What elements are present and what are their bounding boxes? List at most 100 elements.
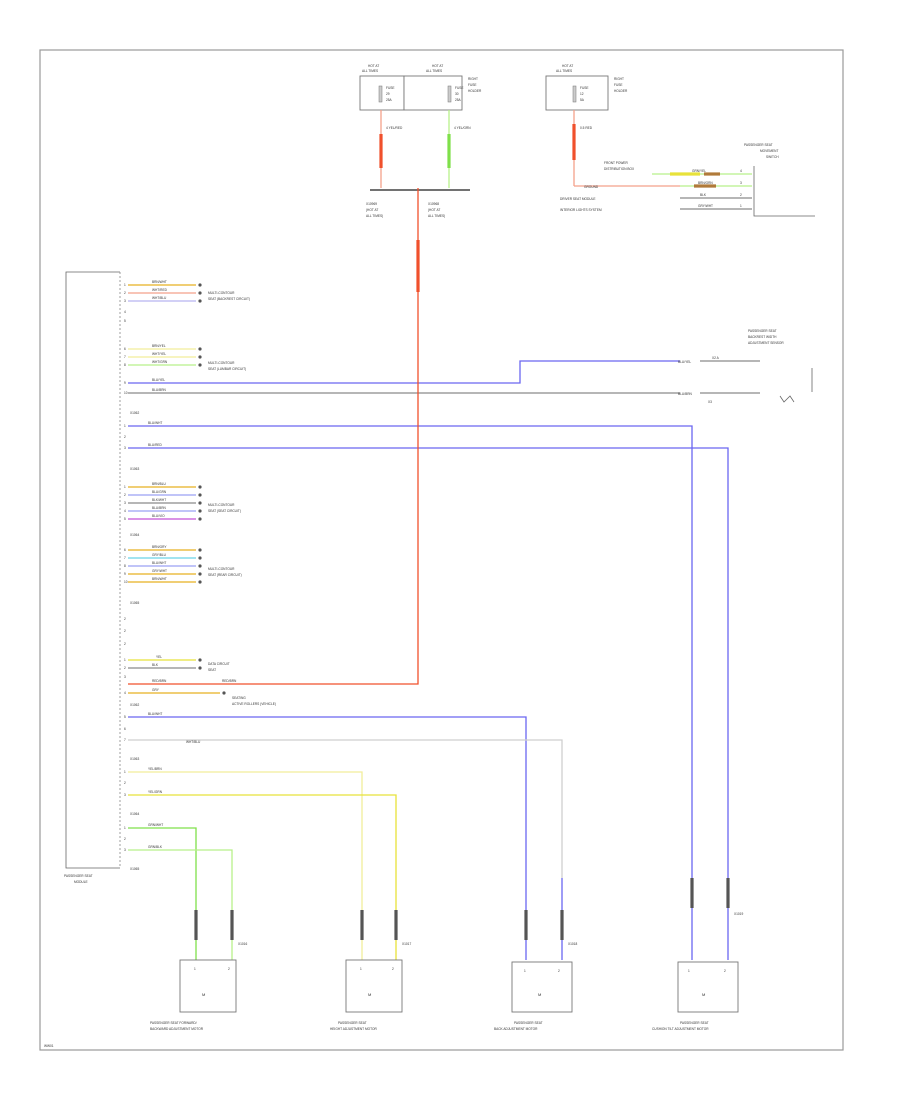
- motor-2-body: [345, 959, 403, 1013]
- wire-b7-3: [128, 794, 397, 878]
- connector-x1062: X1062: [130, 411, 139, 415]
- wire-b4-3-color: BLK/WHT: [152, 498, 166, 502]
- pin-b3-1: 1: [124, 424, 126, 428]
- wire-b6-1-color: YEL: [156, 655, 162, 659]
- wire-b2-6-color: BRN/YEL: [152, 344, 166, 348]
- motor-4-pin-2: 2: [724, 969, 726, 973]
- fuse-holder-label-1-line-3: HOLDER: [468, 89, 482, 93]
- fuse-30-wire-label: 4 YEL/GRN: [454, 126, 471, 130]
- connector-x1065-lower: X1065: [130, 867, 139, 871]
- splice-x10969-line-1: X10969: [366, 202, 377, 206]
- arrow-b5-6: [198, 548, 202, 552]
- arrow-b2-8: [198, 363, 202, 367]
- motor-3-symbol-icon: M: [538, 992, 541, 997]
- wire-b3-3: [128, 447, 729, 878]
- fuse-29-symbol: [378, 85, 383, 103]
- wire-b4-4-color: BLU/BRN: [152, 506, 167, 510]
- group-6-label-2: ACTIVE ROLLERS (VEHICLE): [232, 702, 276, 706]
- wire-b2-8-color: WHT/GRN: [152, 360, 168, 364]
- pin-b1-5: 5: [124, 319, 126, 323]
- pin-b1-2: 2: [124, 291, 126, 295]
- motor-2-symbol-icon: M: [368, 992, 371, 997]
- pin-b4-2: 2: [124, 493, 126, 497]
- switch-wire-3-color: BRN/GRN: [698, 181, 713, 185]
- pin-b7-2: 2: [124, 781, 126, 785]
- pin-b8-3: 3: [124, 848, 126, 852]
- fuse-box-label-2: RIGHT FUSE HOLDER: [614, 77, 628, 93]
- wire-b6-7: [128, 739, 563, 878]
- pin-b2-10: 10: [124, 391, 128, 395]
- wire-b6-2-color: BLK: [152, 663, 159, 667]
- fuse-12-header-2: ALL TIMES: [556, 69, 572, 73]
- splice-x10969: X10969 (HOT AT ALL TIMES): [366, 202, 383, 218]
- fuse-box-label-1: RIGHT FUSE HOLDER: [468, 77, 482, 93]
- pin-b8-1: 1: [124, 826, 126, 830]
- fuse-holder-label-2-line-2: FUSE: [614, 83, 623, 87]
- switch-wire-3-label: GROUND: [584, 185, 599, 189]
- fuse-12-symbol: [572, 85, 577, 103]
- motor-3-label-1: PASSENGER SEAT: [514, 1021, 543, 1025]
- motor-4-label-2: CUSHION TILT ADJUSTMENT MOTOR: [652, 1027, 709, 1031]
- sensor-wire-2-color: BLU/BRN: [678, 392, 693, 396]
- sensor-code-2: X3: [708, 400, 712, 404]
- wire-b3-1: [128, 425, 693, 878]
- arrow-b6-1: [198, 658, 202, 662]
- switch-label-3: SWITCH: [766, 155, 779, 159]
- pin-b7-3: 3: [124, 793, 126, 797]
- wire-b5-10-color: BRN/WHT: [152, 577, 167, 581]
- motor-2-code: X1017: [402, 942, 411, 946]
- diagram-border: [39, 49, 844, 1051]
- pin-block-3: 1 BLU/WHT 2 3 BLU/RED: [124, 421, 729, 878]
- fuse-30-symbol: [447, 85, 452, 103]
- wire-b5-6-color: BRN/GRY: [152, 545, 167, 549]
- arrow-b6-4: [222, 691, 226, 695]
- group-5-label-2: SEAT: [208, 668, 216, 672]
- arrow-b2-6: [198, 347, 202, 351]
- spare-pin-a: 2: [124, 617, 126, 621]
- arrow-b6-2: [198, 666, 202, 670]
- wire-b5-8-color: BLU/WHT: [152, 561, 166, 565]
- bus-label-red: RED/BRN: [222, 679, 237, 683]
- pin-b6-7: 7: [124, 738, 126, 742]
- splice-x10968-line-3: ALL TIMES): [428, 214, 445, 218]
- wire-b6-3-color: RED/BRN: [152, 679, 167, 683]
- connector-x1065: X1065: [130, 601, 139, 605]
- motor-3-code: X1018: [568, 942, 577, 946]
- switch-wire-3-pin: 3: [740, 181, 742, 185]
- pin-b1-3: 3: [124, 299, 126, 303]
- fuse-holder-label-1-line-2: FUSE: [468, 83, 477, 87]
- switch-wire-1-color: GRY/WHT: [698, 204, 713, 208]
- fuse-box-12: HOT AT ALL TIMES FUSE 12 5A: [545, 64, 609, 111]
- connector-x1064-lower: X1064: [130, 812, 139, 816]
- sensor-symbol-icon: [779, 395, 795, 403]
- connector-x1064: X1064: [130, 533, 139, 537]
- arrow-b4-3: [198, 501, 202, 505]
- motor-height: X1017 1 2 M PASSENGER SEAT HEIGHT ADJUST…: [330, 878, 411, 1031]
- fuse-holder-label-1-line-1: RIGHT: [468, 77, 478, 81]
- arrow-b5-7: [198, 556, 202, 560]
- fuse-29-wire-label: 4 YEL/RED: [386, 126, 403, 130]
- sensor-label-1: PASSENGER SEAT: [748, 329, 777, 333]
- pin-block-2: 6 BRN/YEL 7 WHT/YEL 8 WHT/GRN MULTI-CONT…: [124, 344, 760, 404]
- wire-b7-1: [128, 771, 363, 878]
- wire-b4-2-color: BLU/GRN: [152, 490, 167, 494]
- pin-b6-5: 5: [124, 715, 126, 719]
- spare-pin-b: 2: [124, 629, 126, 633]
- pin-b6-2: 2: [124, 666, 126, 670]
- motor-forward-backward: X1016 1 2 M PASSENGER SEAT FORWARD/ BACK…: [150, 878, 247, 1031]
- pin-b8-2: 2: [124, 837, 126, 841]
- pin-b1-1: 1: [124, 283, 126, 287]
- splice-x10968-line-1: X10968: [428, 202, 439, 206]
- pin-b3-2: 2: [124, 435, 126, 439]
- pin-b5-6: 6: [124, 548, 126, 552]
- motor-2-label-1: PASSENGER SEAT: [338, 1021, 367, 1025]
- motor-3-pin-2: 2: [558, 969, 560, 973]
- fuse-box-30: HOT AT ALL TIMES FUSE 30 25A: [403, 64, 464, 111]
- pin-b2-7: 7: [124, 355, 126, 359]
- pin-b5-9: 9: [124, 572, 126, 576]
- fuse-30-header-1: HOT AT: [432, 64, 443, 68]
- diagram-id: WW01: [44, 1044, 54, 1048]
- module-label-2: MODULE: [74, 880, 88, 884]
- fuse-29-line-1: FUSE: [386, 86, 395, 90]
- wire-b7-1-color: YEL/BRN: [148, 767, 162, 771]
